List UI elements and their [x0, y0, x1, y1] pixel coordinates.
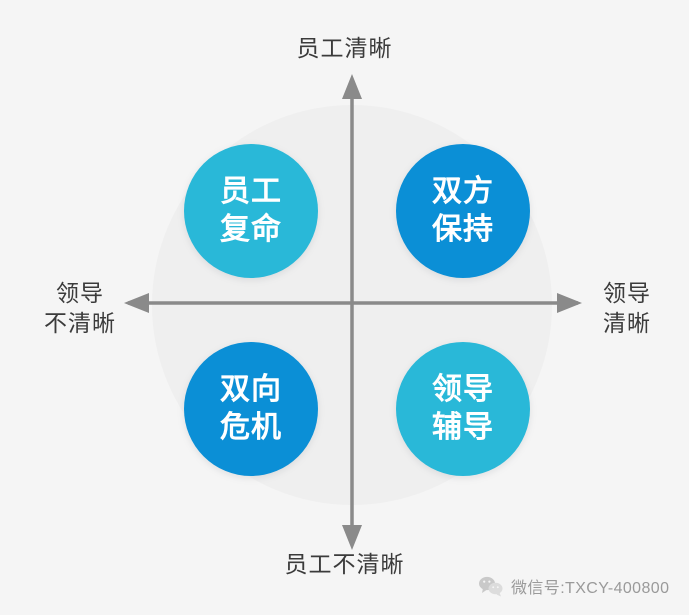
- quadrant-label-line2: 复命: [220, 213, 282, 246]
- quadrant-label-line1: 双向: [220, 372, 282, 406]
- axis-label-left: 领导 不清晰: [20, 278, 140, 339]
- quadrant-label-line1: 领导: [432, 372, 494, 406]
- quadrant-label-line2: 危机: [220, 411, 282, 444]
- quadrant-circle-bottom-right[interactable]: 领导 辅导: [396, 342, 530, 476]
- axis-label-right-line1: 领导: [603, 280, 651, 306]
- axis-label-top: 员工清晰: [296, 35, 393, 61]
- quadrant-circle-bottom-left[interactable]: 双向 危机: [184, 342, 318, 476]
- quadrant-circle-top-left[interactable]: 员工 复命: [184, 144, 318, 278]
- quadrant-circle-top-right[interactable]: 双方 保持: [396, 144, 530, 278]
- quadrant-label-line1: 双方: [432, 174, 494, 208]
- wechat-icon: [478, 575, 504, 597]
- axis-label-left-line1: 领导: [56, 280, 104, 306]
- arrow-down-icon: [342, 525, 362, 550]
- quadrant-label-line1: 员工: [220, 174, 282, 208]
- watermark: 微信号:TXCY-400800: [478, 574, 669, 598]
- axis-label-bottom: 员工不清晰: [284, 551, 405, 577]
- axis-label-right: 领导 清晰: [572, 278, 682, 339]
- watermark-text: 微信号:TXCY-400800: [511, 580, 670, 597]
- arrow-up-icon: [342, 74, 362, 99]
- quadrant-label-line2: 保持: [432, 213, 494, 246]
- axis-label-right-line2: 清晰: [603, 310, 651, 337]
- arrow-left-icon: [124, 293, 149, 313]
- axis-label-left-line2: 不清晰: [44, 310, 116, 337]
- quadrant-label-line2: 辅导: [432, 411, 494, 444]
- arrow-right-icon: [557, 293, 582, 313]
